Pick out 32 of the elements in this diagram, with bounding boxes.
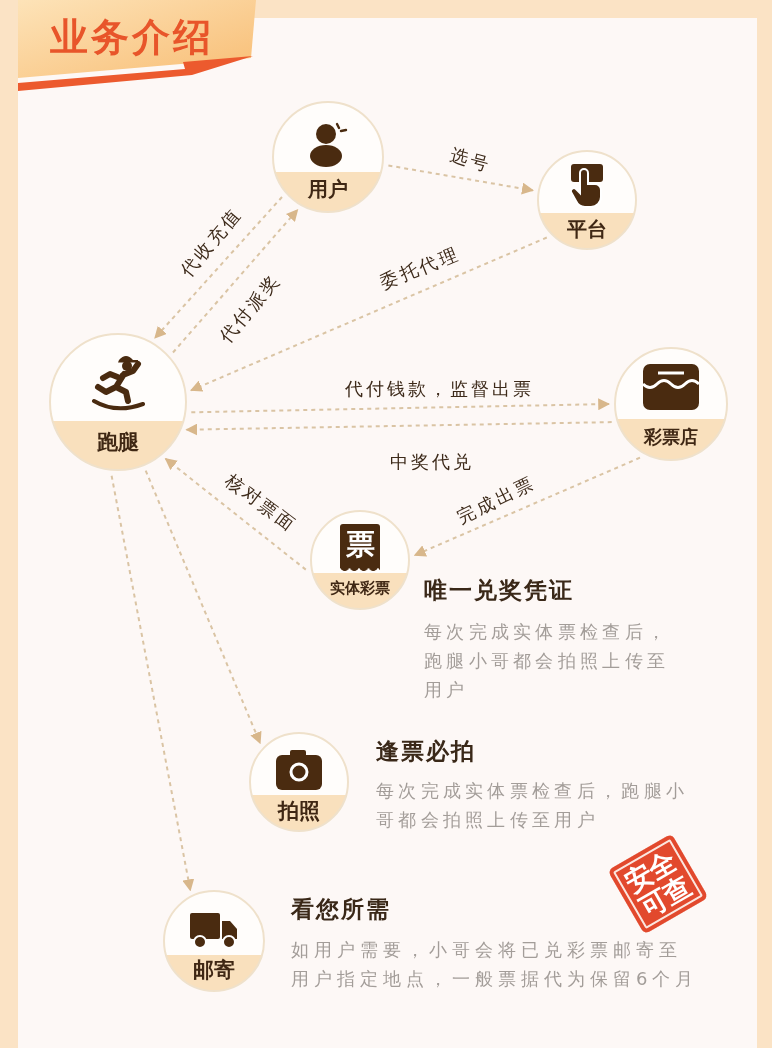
description-text: 每次完成实体票检查后，跑腿小哥都会拍照上传至用户 [376,779,690,832]
ticket-tag: 票 [340,524,380,572]
arrow [413,456,641,557]
edge-label: 委托代理 [376,242,464,294]
arrow [154,196,283,339]
node-label: 彩票店 [644,426,698,448]
description-text: 如用户需要，小哥会将已兑彩票邮寄至用户指定地点，一般票据代为保留6个月 [291,938,700,991]
arrow [190,236,548,392]
stamp-text: 安全可查 [618,844,698,924]
arrow [185,421,613,436]
node-label: 实体彩票 [330,580,390,598]
node-label: 平台 [567,217,607,241]
arrow [164,457,307,571]
page-title: 业务介绍 [50,14,214,60]
arrow [144,469,262,745]
edge-label: 中奖代兑 [390,451,474,473]
arrow [387,164,534,195]
edge-label: 核对票面 [220,468,302,538]
node-label: 跑腿 [97,430,139,455]
section-heading: 唯一兑奖凭证 [424,576,574,604]
edge-label: 选号 [447,143,495,177]
section-heading: 看您所需 [291,895,391,923]
description-text: 每次完成实体票检查后，跑腿小哥都会拍照上传至用户 [424,620,671,702]
node-label: 拍照 [278,798,320,823]
arrow [110,474,195,892]
section-heading: 逢票必拍 [376,737,476,765]
node-label: 邮寄 [193,958,235,983]
arrow [190,398,611,414]
edge-label: 代付钱款，监督出票 [344,378,534,400]
arrow [172,208,299,354]
node-label: 用户 [308,177,348,201]
edge-label: 完成出票 [453,471,539,529]
